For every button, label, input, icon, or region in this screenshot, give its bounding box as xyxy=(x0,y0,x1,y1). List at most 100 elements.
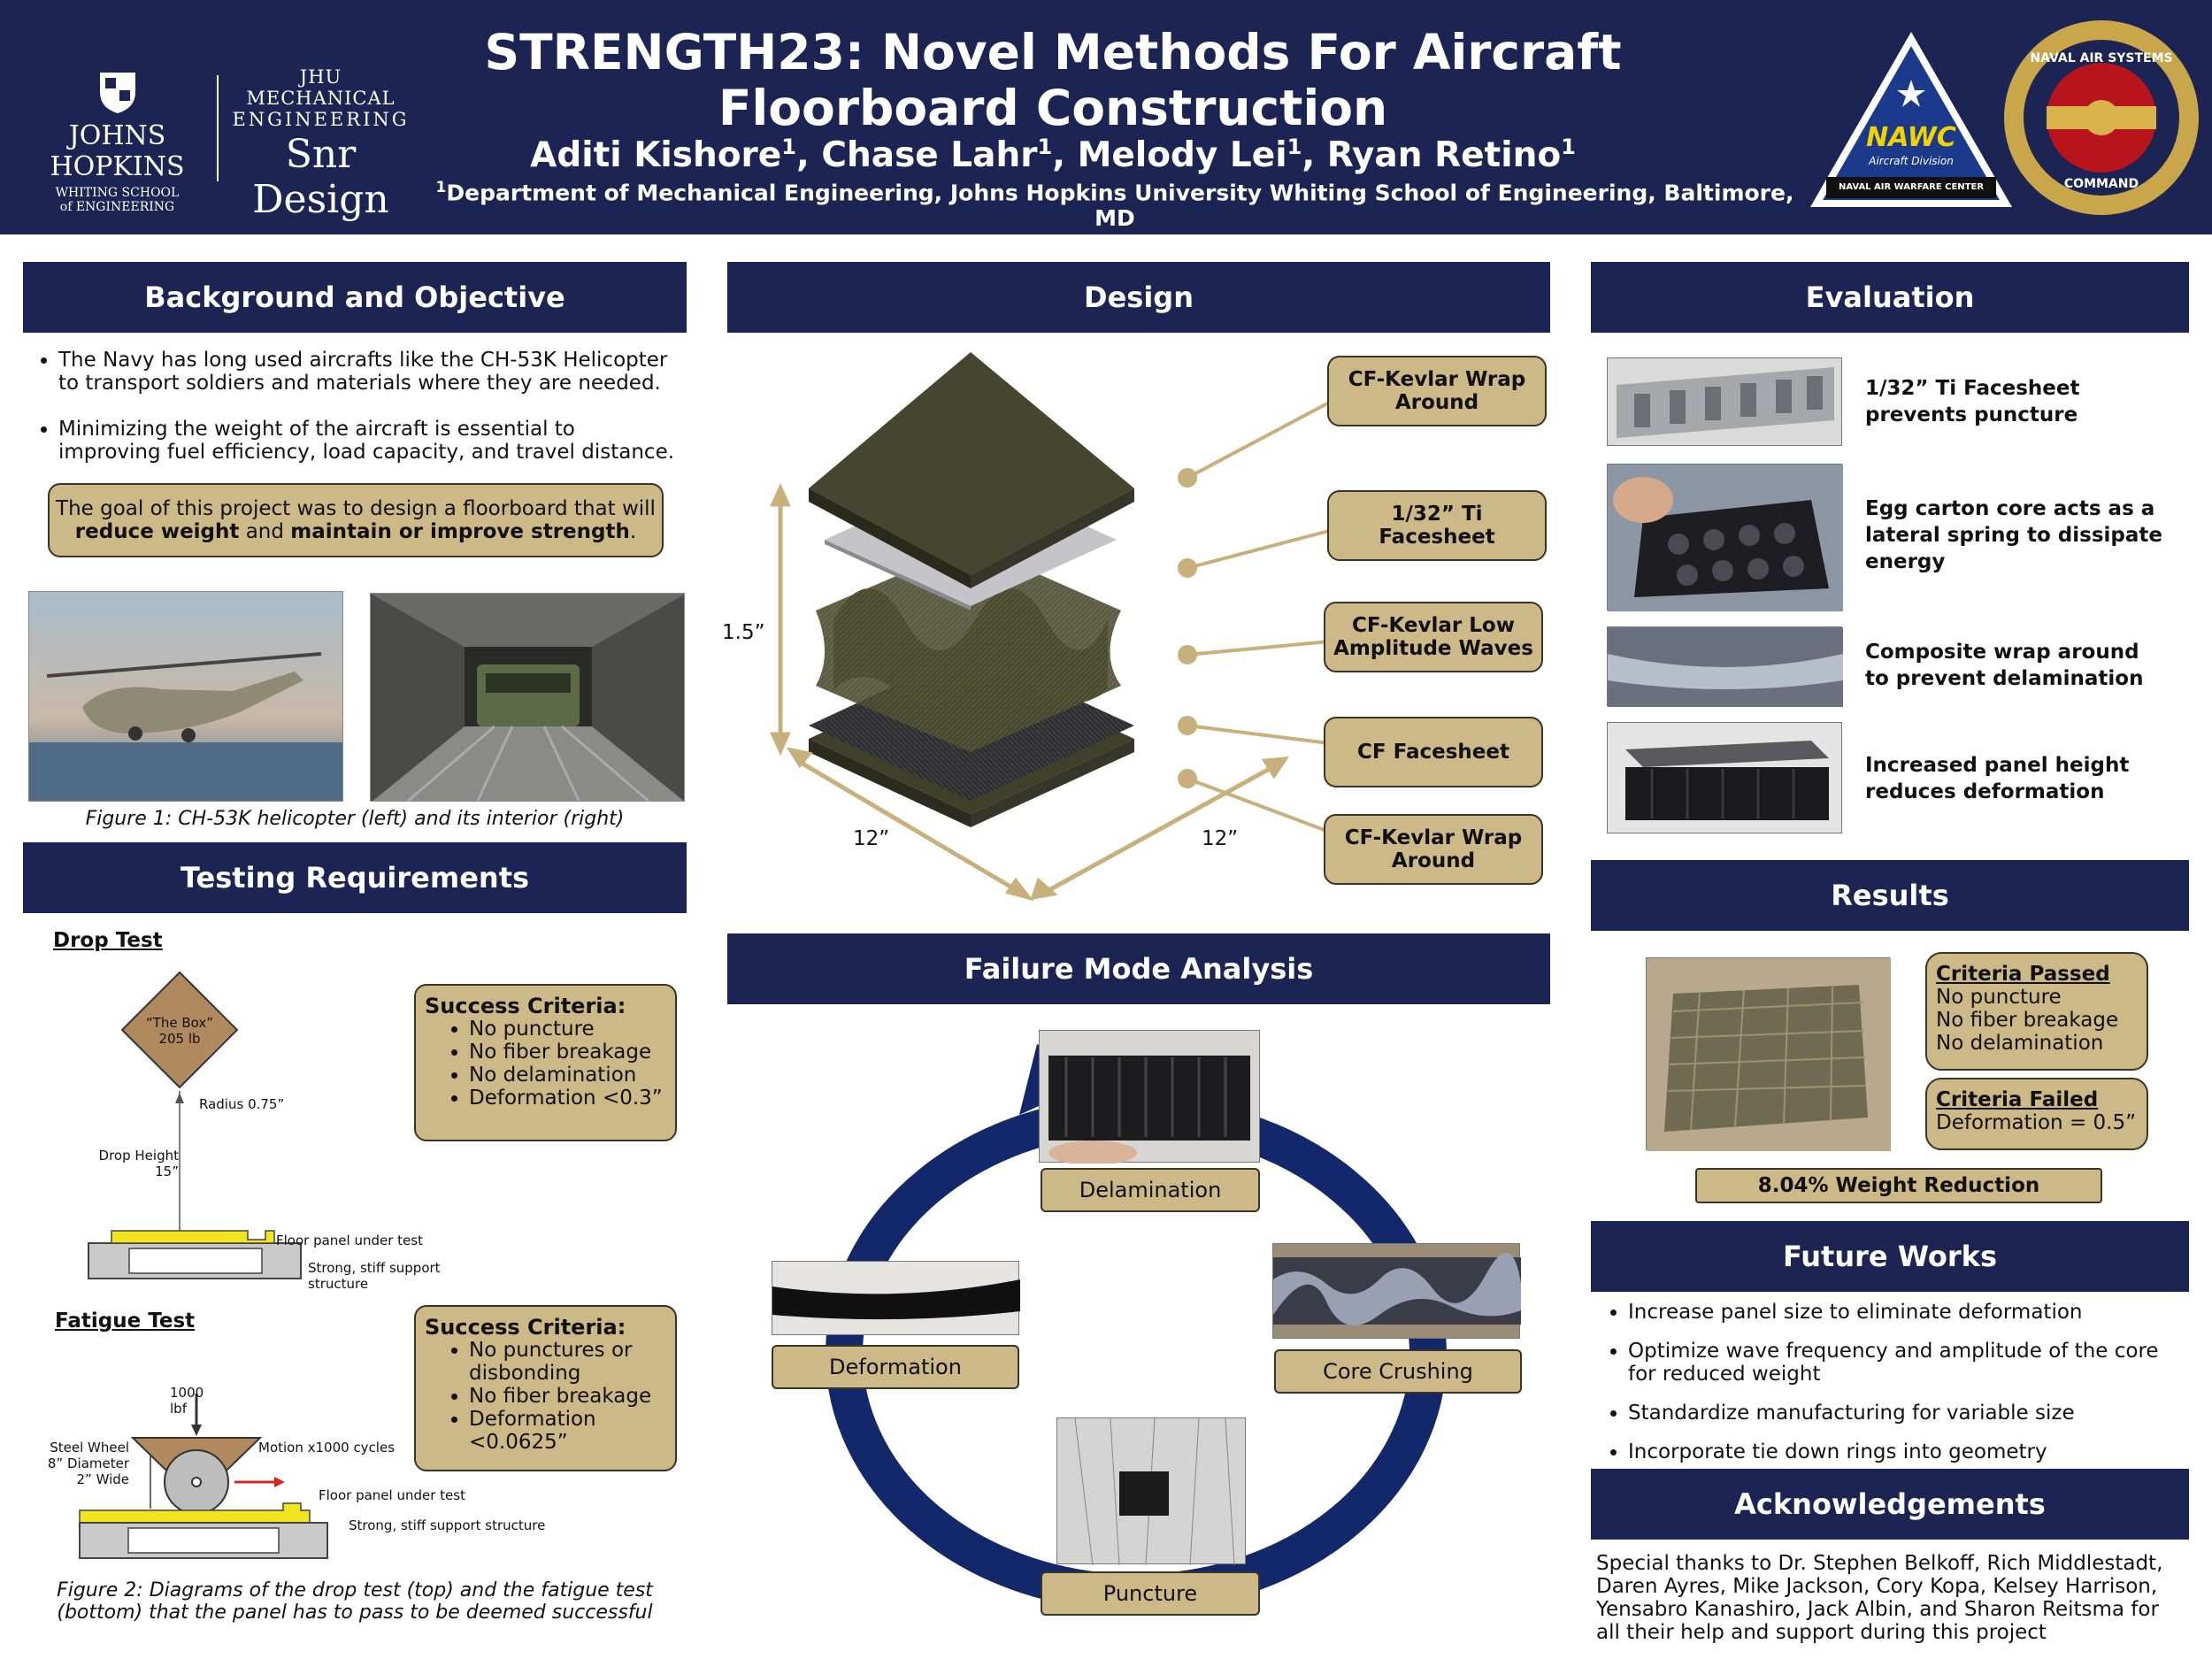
author-sup: 1 xyxy=(781,134,796,159)
eval-photo-ti xyxy=(1607,357,1842,446)
panel-label: Floor panel under test xyxy=(276,1233,423,1248)
section-header-background: Background and Objective xyxy=(23,262,687,333)
fatigue-success-criteria: Success Criteria: No punctures or disbon… xyxy=(414,1305,677,1471)
title-line-2: Floorboard Construction xyxy=(718,80,1388,136)
section-header-results: Results xyxy=(1591,860,2189,931)
eval-photo-egg-carton xyxy=(1607,464,1843,611)
section-title: Design xyxy=(1084,280,1194,314)
jhu-shield-icon xyxy=(98,71,137,115)
drop-success-criteria: Success Criteria: No puncture No fiber b… xyxy=(414,984,677,1141)
goal-box: The goal of this project was to design a… xyxy=(48,483,664,557)
affiliation-text: Department of Mechanical Engineering, Jo… xyxy=(446,180,1794,232)
failure-mode-cycle: Delamination Core Crushing Puncture Defo… xyxy=(727,1009,1550,1659)
layer-label-ti-facesheet: 1/32” Ti Facesheet xyxy=(1327,490,1547,561)
list-item: No fiber breakage xyxy=(469,1385,666,1408)
list-item: Increase panel size to eliminate deforma… xyxy=(1628,1301,2182,1324)
criteria-title: Success Criteria: xyxy=(425,994,626,1018)
author-sup: 1 xyxy=(1286,134,1302,159)
width-dimension: 12” xyxy=(1202,827,1239,850)
wheel-diameter: 8” Diameter xyxy=(47,1455,129,1471)
eval-photo-wrap xyxy=(1607,626,1843,707)
layer-label-top-wrap: CF-Kevlar Wrap Around xyxy=(1327,356,1547,426)
drop-height-label: Drop Height xyxy=(98,1148,179,1164)
evaluation-item: Composite wrap around to prevent delamin… xyxy=(1865,641,2144,690)
tested-panel-photo xyxy=(1646,957,1891,1151)
failure-mode-label: Deformation xyxy=(772,1345,1019,1389)
logo-divider xyxy=(217,75,219,181)
layer-label-cf-facesheet: CF Facesheet xyxy=(1324,717,1543,787)
author: Chase Lahr xyxy=(821,135,1038,175)
jhu-logo: JOHNS HOPKINS WHITING SCHOOL of ENGINEER… xyxy=(18,71,217,214)
author: Aditi Kishore xyxy=(530,135,782,175)
navair-logo-bottom: COMMAND xyxy=(2063,177,2139,191)
criteria-passed-title: Criteria Passed xyxy=(1936,963,2110,986)
goal-text: . xyxy=(629,520,637,543)
list-item: No fiber breakage xyxy=(1936,1009,2119,1032)
author: Melody Lei xyxy=(1077,135,1287,175)
panel-label: Floor panel under test xyxy=(319,1487,465,1503)
radius-label: Radius 0.75” xyxy=(199,1096,285,1112)
affiliation-sup: 1 xyxy=(435,179,447,196)
section-header-design: Design xyxy=(727,262,1550,333)
evaluation-item: 1/32” Ti Facesheet prevents puncture xyxy=(1865,377,2080,426)
goal-emphasis: reduce weight xyxy=(74,520,240,543)
section-title: Results xyxy=(1831,879,1949,912)
list-item: No delamination xyxy=(1936,1032,2104,1055)
nawc-logo-center: NAVAL AIR WARFARE CENTER xyxy=(1838,182,1985,192)
list-item: Deformation <0.3” xyxy=(469,1087,666,1110)
motion-label: Motion x1000 cycles xyxy=(258,1440,396,1455)
acknowledgements-text: Special thanks to Dr. Stephen Belkoff, R… xyxy=(1596,1552,2163,1644)
future-works-bullets: Increase panel size to eliminate deforma… xyxy=(1598,1301,2182,1463)
me-logo-line1: JHU MECHANICAL xyxy=(246,66,396,109)
support-label: Strong, stiff support structure xyxy=(349,1517,546,1533)
layer-label-wave-core: CF-Kevlar Low Amplitude Waves xyxy=(1324,602,1543,672)
list-item: No puncture xyxy=(469,1018,666,1041)
section-title: Evaluation xyxy=(1805,280,1975,314)
load-label: 1000 lbf xyxy=(170,1385,204,1417)
caption-line: Figure 2: Diagrams of the drop test (top… xyxy=(57,1579,653,1601)
list-item: Minimizing the weight of the aircraft is… xyxy=(58,418,678,464)
me-senior-design-logo: JHU MECHANICAL ENGINEERING Snr Design xyxy=(226,66,416,222)
evaluation-item: Egg carton core acts as a lateral spring… xyxy=(1865,497,2162,573)
height-dimension: 1.5” xyxy=(722,621,765,644)
me-logo-line2: ENGINEERING xyxy=(232,109,410,130)
caption-line: (bottom) that the panel has to pass to b… xyxy=(57,1601,653,1624)
box-weight: 205 lb xyxy=(158,1031,201,1047)
evaluation-item: Increased panel height reduces deformati… xyxy=(1865,754,2130,803)
jhu-logo-eng: of ENGINEERING xyxy=(59,200,175,214)
failure-mode-label: Puncture xyxy=(1041,1571,1260,1616)
nawc-logo: NAWC Aircraft Division NAVAL AIR WARFARE… xyxy=(1805,27,2017,212)
criteria-failed-box: Criteria Failed Deformation = 0.5” xyxy=(1925,1078,2148,1150)
wheel-width: 2” Wide xyxy=(76,1471,129,1487)
goal-emphasis: maintain or improve strength xyxy=(290,520,630,543)
list-item: Deformation = 0.5” xyxy=(1936,1111,2137,1134)
design-exploded-view: 1.5” 12” 12” CF-Kevlar Wrap Around 1/32”… xyxy=(722,336,1550,902)
drop-test-title: Drop Test xyxy=(53,929,163,952)
title-line-1: STRENGTH23: Novel Methods For Aircraft xyxy=(484,24,1622,81)
wheel-label: Steel Wheel xyxy=(50,1440,129,1455)
navair-logo-top: NAVAL AIR SYSTEMS xyxy=(2030,51,2173,65)
criteria-passed-box: Criteria Passed No puncture No fiber bre… xyxy=(1925,952,2148,1071)
jhu-logo-name: JOHNS HOPKINS xyxy=(50,120,185,182)
list-item: Deformation <0.0625” xyxy=(469,1408,666,1454)
delamination-photo xyxy=(1039,1030,1260,1165)
me-logo-line3: Snr Design xyxy=(252,132,389,222)
drop-test-diagram: “The Box” 205 lb Radius 0.75” Drop Heigh… xyxy=(80,969,487,1292)
affiliation: 1Department of Mechanical Engineering, J… xyxy=(416,179,1814,231)
failure-mode-label: Delamination xyxy=(1041,1168,1260,1212)
weight-reduction-badge: 8.04% Weight Reduction xyxy=(1695,1168,2102,1203)
list-item: No puncture xyxy=(1936,986,2062,1009)
width-dimension: 12” xyxy=(853,827,890,850)
section-title: Testing Requirements xyxy=(180,861,530,895)
eval-photo-height xyxy=(1607,722,1842,833)
list-item: No punctures or disbonding xyxy=(469,1339,666,1385)
fatigue-test-diagram: 1000 lbf Steel Wheel 8” Diameter 2” Wide… xyxy=(44,1376,557,1562)
section-header-acknowledgements: Acknowledgements xyxy=(1591,1469,2189,1540)
list-item: No fiber breakage xyxy=(469,1041,666,1064)
figure-2-caption: Figure 2: Diagrams of the drop test (top… xyxy=(23,1579,687,1624)
author-sup: 1 xyxy=(1037,134,1053,159)
layer-label-bottom-wrap: CF-Kevlar Wrap Around xyxy=(1324,814,1543,885)
author-sup: 1 xyxy=(1561,134,1576,159)
section-title: Background and Objective xyxy=(144,280,565,314)
core-crushing-photo xyxy=(1272,1243,1521,1339)
